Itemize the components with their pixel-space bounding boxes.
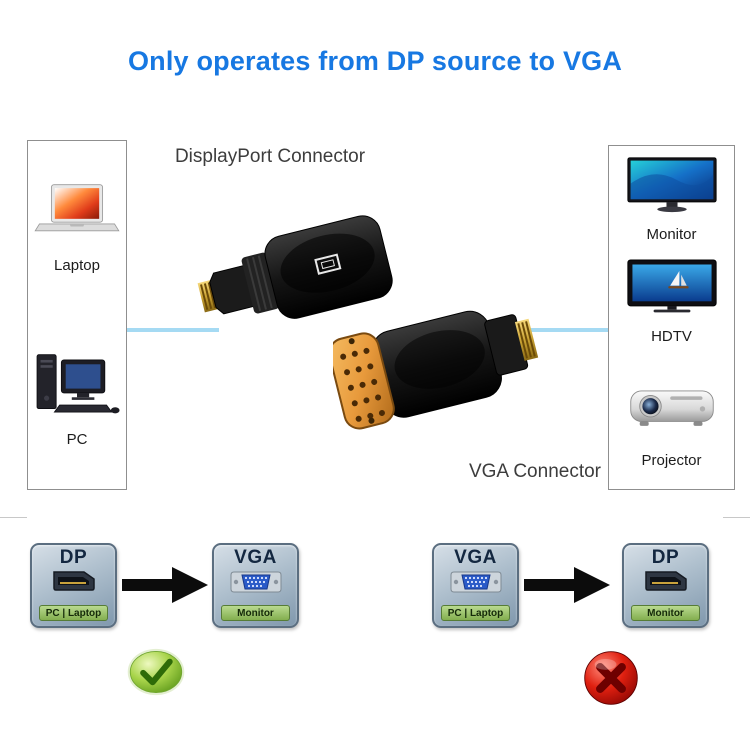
- displayport-connector-label: DisplayPort Connector: [174, 146, 366, 167]
- projector-icon: [627, 382, 717, 439]
- device-label: Monitor: [631, 605, 700, 621]
- device-label: PC | Laptop: [441, 605, 510, 621]
- projector-label: Projector: [641, 452, 702, 469]
- device-label: Monitor: [221, 605, 290, 621]
- arrow-right-icon: [122, 565, 208, 605]
- separator-line-left: [0, 517, 27, 518]
- separator-line-right: [723, 517, 750, 518]
- cross-icon: [582, 649, 640, 707]
- laptop-label: Laptop: [54, 257, 100, 274]
- page-title: Only operates from DP source to VGA: [127, 46, 623, 76]
- connector-type-label: DP: [59, 547, 88, 568]
- dp-adapter-image: [193, 203, 403, 373]
- vga-connector-label: VGA Connector: [468, 461, 602, 482]
- connection-line-left: [127, 328, 219, 332]
- dp-port-icon: [32, 569, 115, 593]
- vga-adapter-image: [328, 268, 543, 468]
- hdtv-icon: [626, 258, 718, 322]
- target-devices-panel: Monitor HDTV: [608, 145, 735, 490]
- vga-port-icon: [214, 569, 297, 595]
- monitor-icon: [626, 156, 718, 218]
- hdtv-label: HDTV: [651, 328, 692, 345]
- pc-icon: [33, 353, 121, 424]
- laptop-icon: [34, 183, 120, 246]
- vga-target-box: VGA Monitor: [212, 543, 299, 628]
- arrow-right-icon: [524, 565, 610, 605]
- check-icon: [126, 646, 186, 698]
- source-devices-panel: Laptop PC: [27, 140, 127, 490]
- vga-source-box: VGA PC | Laptop: [432, 543, 519, 628]
- dp-source-box: DP PC | Laptop: [30, 543, 117, 628]
- dp-port-icon: [624, 569, 707, 593]
- connector-type-label: DP: [651, 547, 680, 568]
- connection-line-right: [518, 328, 608, 332]
- device-label: PC | Laptop: [39, 605, 108, 621]
- connector-type-label: VGA: [234, 547, 277, 568]
- pc-label: PC: [66, 431, 88, 448]
- vga-port-icon: [434, 569, 517, 595]
- monitor-label: Monitor: [646, 226, 697, 243]
- dp-target-box: DP Monitor: [622, 543, 709, 628]
- connector-type-label: VGA: [454, 547, 497, 568]
